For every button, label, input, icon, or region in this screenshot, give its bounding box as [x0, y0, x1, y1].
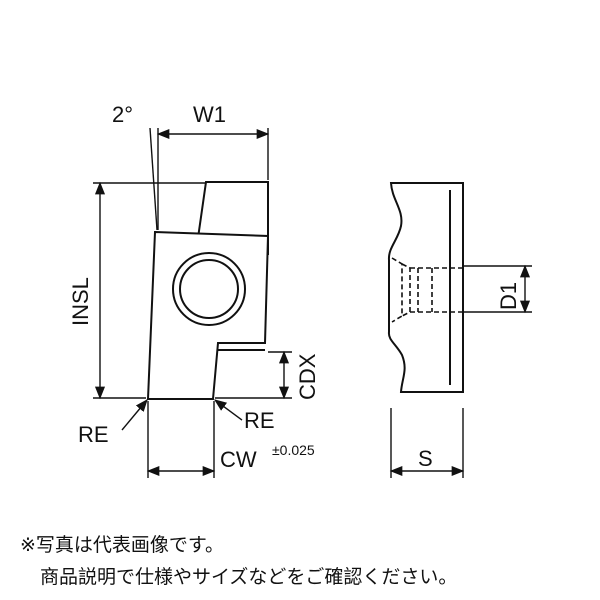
- cdx-label: CDX: [295, 353, 320, 400]
- side-view: [387, 182, 464, 393]
- note-check-description: 商品説明で仕様やサイズなどをご確認ください。: [40, 566, 458, 588]
- front-view: [146, 181, 270, 400]
- note-representative-image: ※写真は代表画像です。: [20, 534, 225, 556]
- front-dimensions: [93, 127, 292, 478]
- s-label: S: [418, 446, 433, 471]
- re-left-label: RE: [78, 422, 109, 447]
- d1-label: D1: [496, 282, 521, 310]
- w1-label: W1: [193, 102, 226, 127]
- re-right-label: RE: [244, 408, 275, 433]
- side-profile: [387, 182, 464, 393]
- side-dimensions: [389, 264, 532, 478]
- hidden-hole: [391, 257, 462, 323]
- screw-hole-inner: [179, 259, 239, 319]
- angle-label: 2°: [112, 102, 133, 127]
- cw-label: CW: [220, 447, 257, 472]
- insl-label: INSL: [68, 277, 93, 326]
- cw-tolerance-label: ±0.025: [272, 442, 315, 458]
